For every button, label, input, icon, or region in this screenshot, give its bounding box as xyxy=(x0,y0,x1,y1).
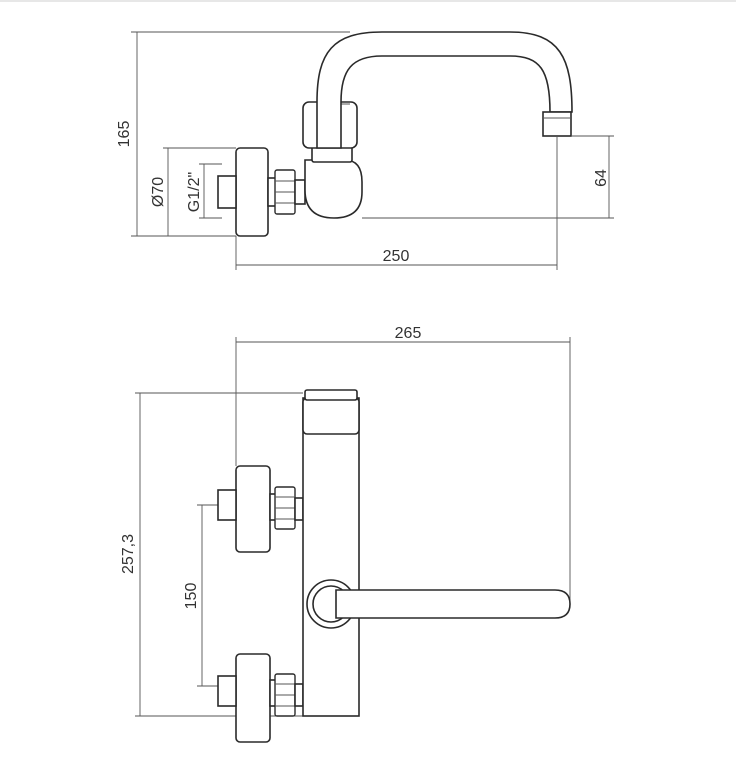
dim-257-label: 257,3 xyxy=(120,534,137,574)
side-spout xyxy=(316,31,573,149)
dim-diameter: Ø70 G1/2" xyxy=(150,147,236,236)
dim-diameter-label: Ø70 xyxy=(150,177,167,207)
side-inlet-pipe xyxy=(217,175,237,209)
dim-165: 165 xyxy=(116,31,350,237)
dim-165-label: 165 xyxy=(116,121,133,148)
dim-257: 257,3 xyxy=(120,392,303,717)
front-handle-lever xyxy=(335,589,571,619)
dim-64-label: 64 xyxy=(593,169,610,187)
front-top-cap xyxy=(302,397,360,435)
side-view: 165 Ø70 G1/2" xyxy=(116,31,614,270)
side-eccentric-nut xyxy=(267,169,306,215)
dim-150-label: 150 xyxy=(183,583,200,610)
side-aerator xyxy=(542,111,572,137)
front-mixer-body xyxy=(302,397,360,717)
front-view: 265 257,3 150 xyxy=(120,325,571,743)
side-escutcheon xyxy=(235,147,269,237)
dim-64: 64 xyxy=(362,135,614,219)
front-upper-nut xyxy=(269,486,304,530)
front-lower-nut xyxy=(269,673,304,717)
front-lower-escutcheon xyxy=(235,653,271,743)
front-upper-escutcheon xyxy=(235,465,271,553)
dim-250: 250 xyxy=(235,136,558,270)
dim-250-label: 250 xyxy=(383,248,410,265)
side-mixer-body xyxy=(304,159,363,219)
dim-150: 150 xyxy=(183,504,218,687)
dim-265: 265 xyxy=(235,325,571,600)
front-lower-inlet xyxy=(217,675,237,707)
front-top-rim xyxy=(304,389,358,401)
dim-thread-label: G1/2" xyxy=(186,172,203,212)
front-upper-inlet xyxy=(217,489,237,521)
dim-265-label: 265 xyxy=(395,325,422,342)
